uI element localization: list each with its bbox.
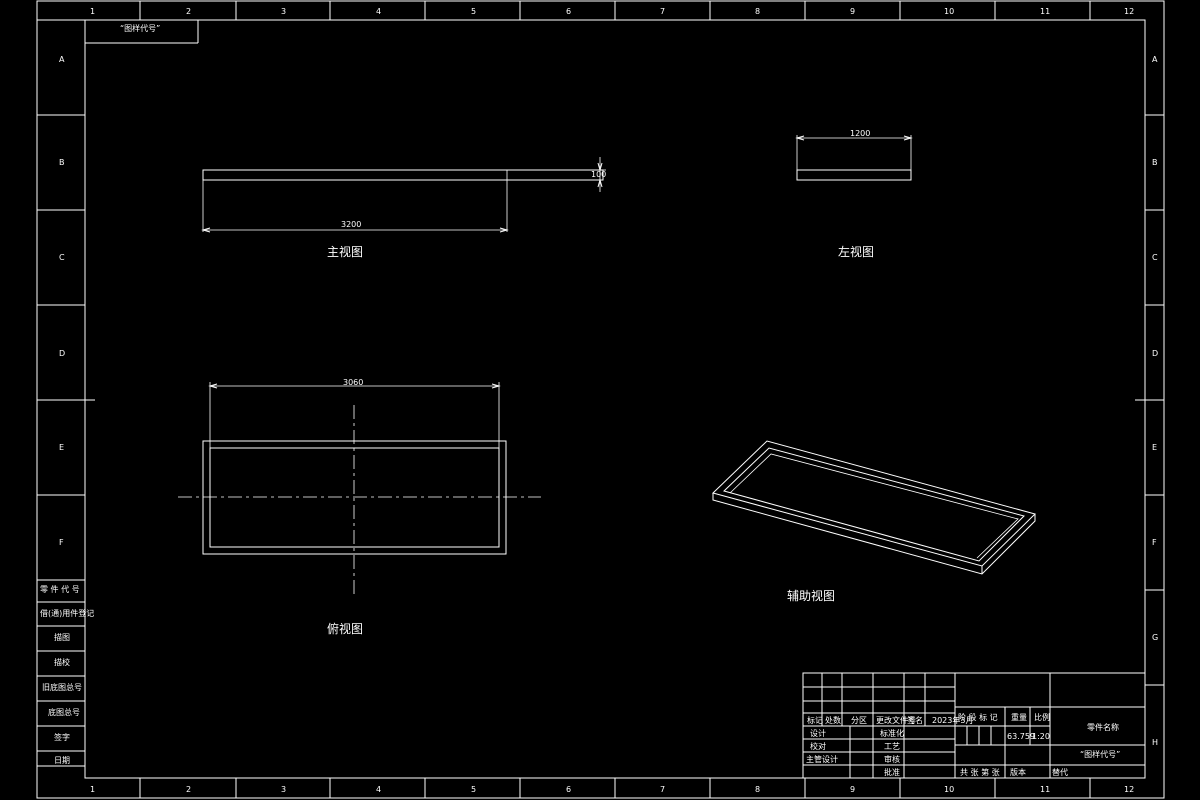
- tb-sheets: 共 张 第 张: [960, 767, 1000, 777]
- col-label-7: 7: [660, 7, 665, 16]
- main-height-dim: 100: [591, 170, 606, 179]
- tb-header-zone: 分区: [851, 716, 867, 725]
- left-width-dim: 1200: [850, 129, 870, 138]
- col-label-8-bottom: 8: [755, 785, 760, 794]
- tb-process: 工艺: [884, 742, 900, 751]
- iso-inner-wall: [723, 447, 1025, 562]
- row-label-g-right: G: [1152, 633, 1158, 642]
- row-label-b: B: [59, 158, 65, 167]
- tb-header-date: 2023年3月: [932, 715, 973, 725]
- row-label-f-right: F: [1152, 538, 1157, 547]
- col-label-2: 2: [186, 7, 191, 16]
- col-label-11: 11: [1040, 7, 1050, 16]
- inner-border: [84, 19, 1146, 779]
- tb-header-change-no: 更改文件号: [876, 715, 916, 725]
- panel-base-no: 底图总号: [48, 707, 80, 717]
- col-label-6: 6: [566, 7, 571, 16]
- tb-version: 版本: [1010, 767, 1026, 777]
- auxiliary-view: 辅助视图: [712, 440, 1036, 603]
- row-label-a: A: [59, 55, 65, 64]
- col-label-5: 5: [471, 7, 476, 16]
- tb-header-count: 处数: [825, 715, 841, 725]
- tb-standardize: 标准化: [880, 728, 904, 738]
- top-view-inner: [209, 447, 500, 548]
- panel-date: 日期: [54, 756, 70, 765]
- col-label-3-bottom: 3: [281, 785, 286, 794]
- tb-approve: 批准: [884, 767, 900, 777]
- col-label-8: 8: [755, 7, 760, 16]
- panel-trace-check: 描校: [54, 657, 70, 667]
- col-label-11-bottom: 11: [1040, 785, 1050, 794]
- tb-scale-value: 1:20: [1032, 732, 1050, 741]
- row-label-e: E: [59, 443, 64, 452]
- tb-weight-label: 重量: [1011, 712, 1027, 722]
- row-label-d: D: [59, 349, 65, 358]
- main-view: 3200 100 主视图: [201, 157, 606, 259]
- aux-view-label: 辅助视图: [787, 588, 835, 603]
- row-label-h-right: H: [1152, 738, 1158, 747]
- col-label-12-bottom: 12: [1124, 785, 1134, 794]
- col-label-10: 10: [944, 7, 954, 16]
- left-view-label: 左视图: [838, 244, 874, 259]
- col-label-3: 3: [281, 7, 286, 16]
- col-label-1-bottom: 1: [90, 785, 95, 794]
- top-left-drawing-no: “图样代号”: [120, 23, 160, 33]
- main-length-dim: 3200: [341, 220, 361, 229]
- top-view: 3060 俯视图: [178, 378, 541, 636]
- row-label-c: C: [59, 253, 65, 262]
- panel-trace: 描图: [54, 632, 70, 642]
- panel-old-base-no: 旧底图总号: [42, 682, 82, 692]
- row-label-e-right: E: [1152, 443, 1157, 452]
- iso-top-outer: [712, 440, 1036, 567]
- tb-part-name: 零件名称: [1087, 722, 1119, 732]
- col-label-9: 9: [850, 7, 855, 16]
- col-label-7-bottom: 7: [660, 785, 665, 794]
- tb-drawing-no: “图样代号”: [1080, 749, 1120, 759]
- tb-header-signature: 签名: [907, 715, 923, 725]
- tb-review: 审核: [884, 754, 900, 764]
- col-label-2-bottom: 2: [186, 785, 191, 794]
- tb-replace: 替代: [1052, 767, 1068, 777]
- tb-scale-label: 比例: [1034, 712, 1050, 722]
- col-label-4-bottom: 4: [376, 785, 381, 794]
- row-label-b-right: B: [1152, 158, 1158, 167]
- row-labels: A B C D E F A B C D E F G H: [59, 55, 1158, 747]
- panel-part-code: 零 件 代 号: [40, 584, 80, 594]
- left-record-panel: 零 件 代 号 借(通)用件登记 描图 描校 旧底图总号 底图总号 签字 日期: [37, 579, 94, 767]
- top-left-box: “图样代号”: [85, 20, 199, 44]
- tb-header-mark: 标记: [807, 715, 823, 725]
- outer-frame: [36, 0, 1165, 799]
- col-label-10-bottom: 10: [944, 785, 954, 794]
- row-label-d-right: D: [1152, 349, 1158, 358]
- top-view-label: 俯视图: [327, 621, 363, 636]
- top-view-outer: [202, 440, 507, 555]
- top-length-dim: 3060: [343, 378, 363, 387]
- tb-weight-value: 63.759: [1007, 732, 1035, 741]
- zone-ticks-horizontal: [139, 1, 1091, 798]
- tb-check: 校对: [810, 741, 826, 751]
- col-label-1: 1: [90, 7, 95, 16]
- title-block: 标记 处数 分区 更改文件号 签名 2023年3月 设计 标准化 校对 工艺 主…: [802, 672, 1146, 779]
- left-view-plate: [796, 169, 912, 181]
- tb-chief-design: 主管设计: [806, 754, 838, 764]
- row-label-c-right: C: [1152, 253, 1158, 262]
- col-label-5-bottom: 5: [471, 785, 476, 794]
- main-view-plate: [202, 169, 604, 181]
- col-label-6-bottom: 6: [566, 785, 571, 794]
- tb-design: 设计: [810, 728, 826, 738]
- main-view-label: 主视图: [327, 244, 363, 259]
- left-view: 1200 左视图: [795, 129, 913, 259]
- col-label-12: 12: [1124, 7, 1134, 16]
- row-label-f: F: [59, 538, 64, 547]
- panel-signature: 签字: [54, 732, 70, 742]
- zone-ticks-vertical: [37, 114, 1164, 686]
- panel-borrow-record: 借(通)用件登记: [40, 608, 94, 618]
- col-label-9-bottom: 9: [850, 785, 855, 794]
- iso-inner-floor: [729, 453, 1019, 559]
- column-labels: 1 2 3 4 5 6 7 8 9 10 11 12 1 2 3 4 5 6 7…: [90, 7, 1134, 794]
- row-label-a-right: A: [1152, 55, 1158, 64]
- tb-stage-label: 阶 段 标 记: [958, 712, 998, 722]
- col-label-4: 4: [376, 7, 381, 16]
